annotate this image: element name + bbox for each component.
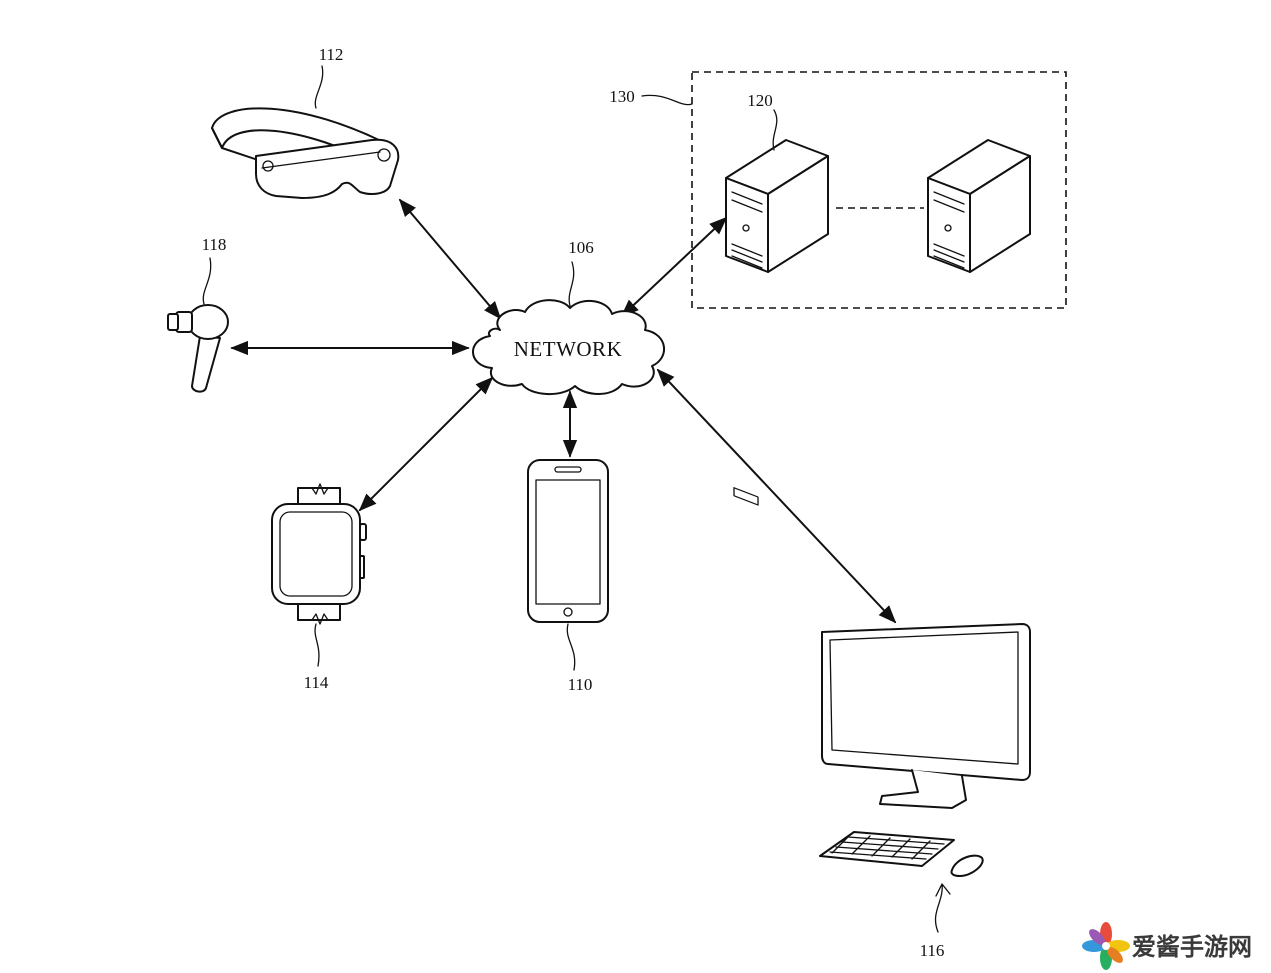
network-cloud: NETWORK 106 bbox=[472, 238, 666, 396]
watch-band-bottom bbox=[297, 603, 341, 621]
ref-114: 114 bbox=[304, 673, 329, 692]
watch-case bbox=[271, 503, 361, 605]
watermark-text: 爱酱手游网 bbox=[1132, 933, 1252, 961]
server-group: 130 120 bbox=[609, 71, 1067, 506]
leader-110 bbox=[566, 623, 576, 671]
watermark-flower-icon bbox=[1082, 922, 1130, 970]
monitor-screen bbox=[829, 631, 1019, 765]
watch-band-top bbox=[297, 487, 341, 506]
earbud-body bbox=[187, 304, 229, 340]
connection-arrows bbox=[230, 198, 897, 624]
earbud-stem bbox=[191, 335, 221, 393]
server-primary bbox=[725, 139, 829, 506]
earbud-device: 118 bbox=[167, 235, 229, 393]
monitor-stand bbox=[879, 769, 967, 809]
watch-device: 114 bbox=[271, 483, 367, 692]
server-secondary bbox=[927, 139, 1031, 273]
leader-112 bbox=[314, 65, 324, 109]
headset-camera-right-icon bbox=[377, 148, 391, 162]
mouse-icon bbox=[950, 854, 984, 877]
leader-118 bbox=[202, 257, 212, 305]
arrow-headset-network bbox=[398, 198, 502, 320]
headset-device: 112 bbox=[211, 45, 400, 199]
headset-visor bbox=[255, 138, 400, 199]
watch-screen bbox=[279, 511, 353, 597]
leader-130 bbox=[641, 94, 693, 106]
leader-120 bbox=[772, 109, 778, 151]
phone-screen bbox=[535, 479, 601, 605]
ref-110: 110 bbox=[568, 675, 593, 694]
computer-device: 116 bbox=[819, 623, 1031, 960]
phone-device: 110 bbox=[527, 459, 609, 694]
network-label: NETWORK bbox=[514, 337, 622, 361]
leader-114 bbox=[314, 623, 320, 667]
ref-116: 116 bbox=[920, 941, 945, 960]
phone-body bbox=[527, 459, 609, 623]
ref-112: 112 bbox=[319, 45, 344, 64]
ref-120: 120 bbox=[747, 91, 773, 110]
leader-116 bbox=[934, 883, 951, 933]
arrow-computer-network bbox=[656, 368, 897, 624]
monitor-body bbox=[821, 623, 1031, 781]
watch-button-icon bbox=[359, 555, 365, 579]
phone-home-button-icon bbox=[563, 607, 573, 617]
arrow-server-network bbox=[620, 216, 728, 318]
watch-crown-icon bbox=[359, 523, 367, 541]
leader-106 bbox=[568, 261, 575, 307]
keyboard-icon bbox=[819, 831, 955, 867]
server-group-box bbox=[691, 71, 1067, 309]
watermark: 爱酱手游网 bbox=[1082, 922, 1252, 970]
ref-118: 118 bbox=[202, 235, 227, 254]
phone-speaker-icon bbox=[554, 466, 582, 473]
ref-106: 106 bbox=[568, 238, 594, 257]
ref-130: 130 bbox=[609, 87, 635, 106]
headset-camera-left-icon bbox=[262, 160, 274, 172]
arrow-watch-network bbox=[358, 376, 494, 512]
